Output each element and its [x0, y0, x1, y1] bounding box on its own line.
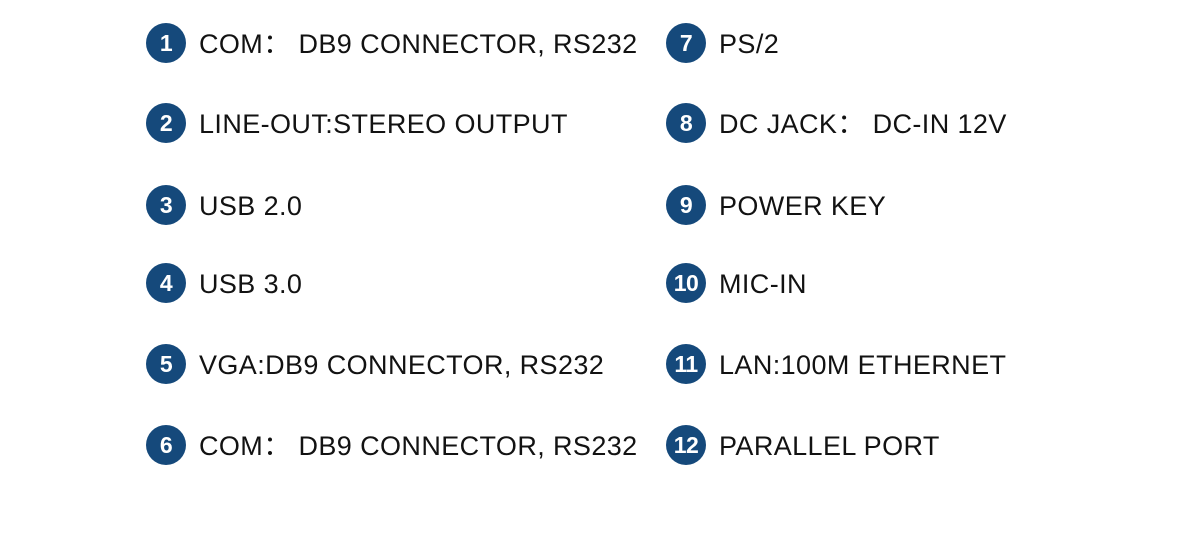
- item-number-badge: 7: [666, 23, 706, 63]
- list-item: 3 USB 2.0: [146, 184, 302, 226]
- item-number-badge: 6: [146, 425, 186, 465]
- item-number-badge: 4: [146, 263, 186, 303]
- item-number-badge: 5: [146, 344, 186, 384]
- list-item: 5 VGA:DB9 CONNECTOR, RS232: [146, 343, 604, 385]
- list-item: 6 COM： DB9 CONNECTOR, RS232: [146, 424, 638, 466]
- item-number-badge: 11: [666, 344, 706, 384]
- item-label: COM： DB9 CONNECTOR, RS232: [199, 28, 638, 59]
- list-item: 7 PS/2: [666, 22, 779, 64]
- item-number-badge: 10: [666, 263, 706, 303]
- item-label: PS/2: [719, 28, 780, 59]
- item-number-badge: 9: [666, 185, 706, 225]
- list-item: 2 LINE-OUT:STEREO OUTPUT: [146, 102, 568, 144]
- item-number-badge: 1: [146, 23, 186, 63]
- item-label: USB 2.0: [199, 190, 303, 221]
- list-item: 12 PARALLEL PORT: [666, 424, 940, 466]
- item-label: VGA:DB9 CONNECTOR, RS232: [199, 349, 605, 380]
- list-item: 11 LAN:100M ETHERNET: [666, 343, 1006, 385]
- item-number-badge: 12: [666, 425, 706, 465]
- list-item: 4 USB 3.0: [146, 262, 302, 304]
- item-label: MIC-IN: [719, 268, 807, 299]
- list-item: 10 MIC-IN: [666, 262, 807, 304]
- item-number-badge: 3: [146, 185, 186, 225]
- list-item: 1 COM： DB9 CONNECTOR, RS232: [146, 22, 638, 64]
- list-item: 9 POWER KEY: [666, 184, 886, 226]
- list-item: 8 DC JACK： DC-IN 12V: [666, 102, 1007, 144]
- item-label: USB 3.0: [199, 268, 303, 299]
- item-number-badge: 8: [666, 103, 706, 143]
- item-label: PARALLEL PORT: [719, 430, 940, 461]
- item-label: LINE-OUT:STEREO OUTPUT: [199, 108, 568, 139]
- item-label: DC JACK： DC-IN 12V: [719, 108, 1007, 139]
- item-label: POWER KEY: [719, 190, 887, 221]
- item-number-badge: 2: [146, 103, 186, 143]
- item-label: LAN:100M ETHERNET: [719, 349, 1007, 380]
- item-label: COM： DB9 CONNECTOR, RS232: [199, 430, 638, 461]
